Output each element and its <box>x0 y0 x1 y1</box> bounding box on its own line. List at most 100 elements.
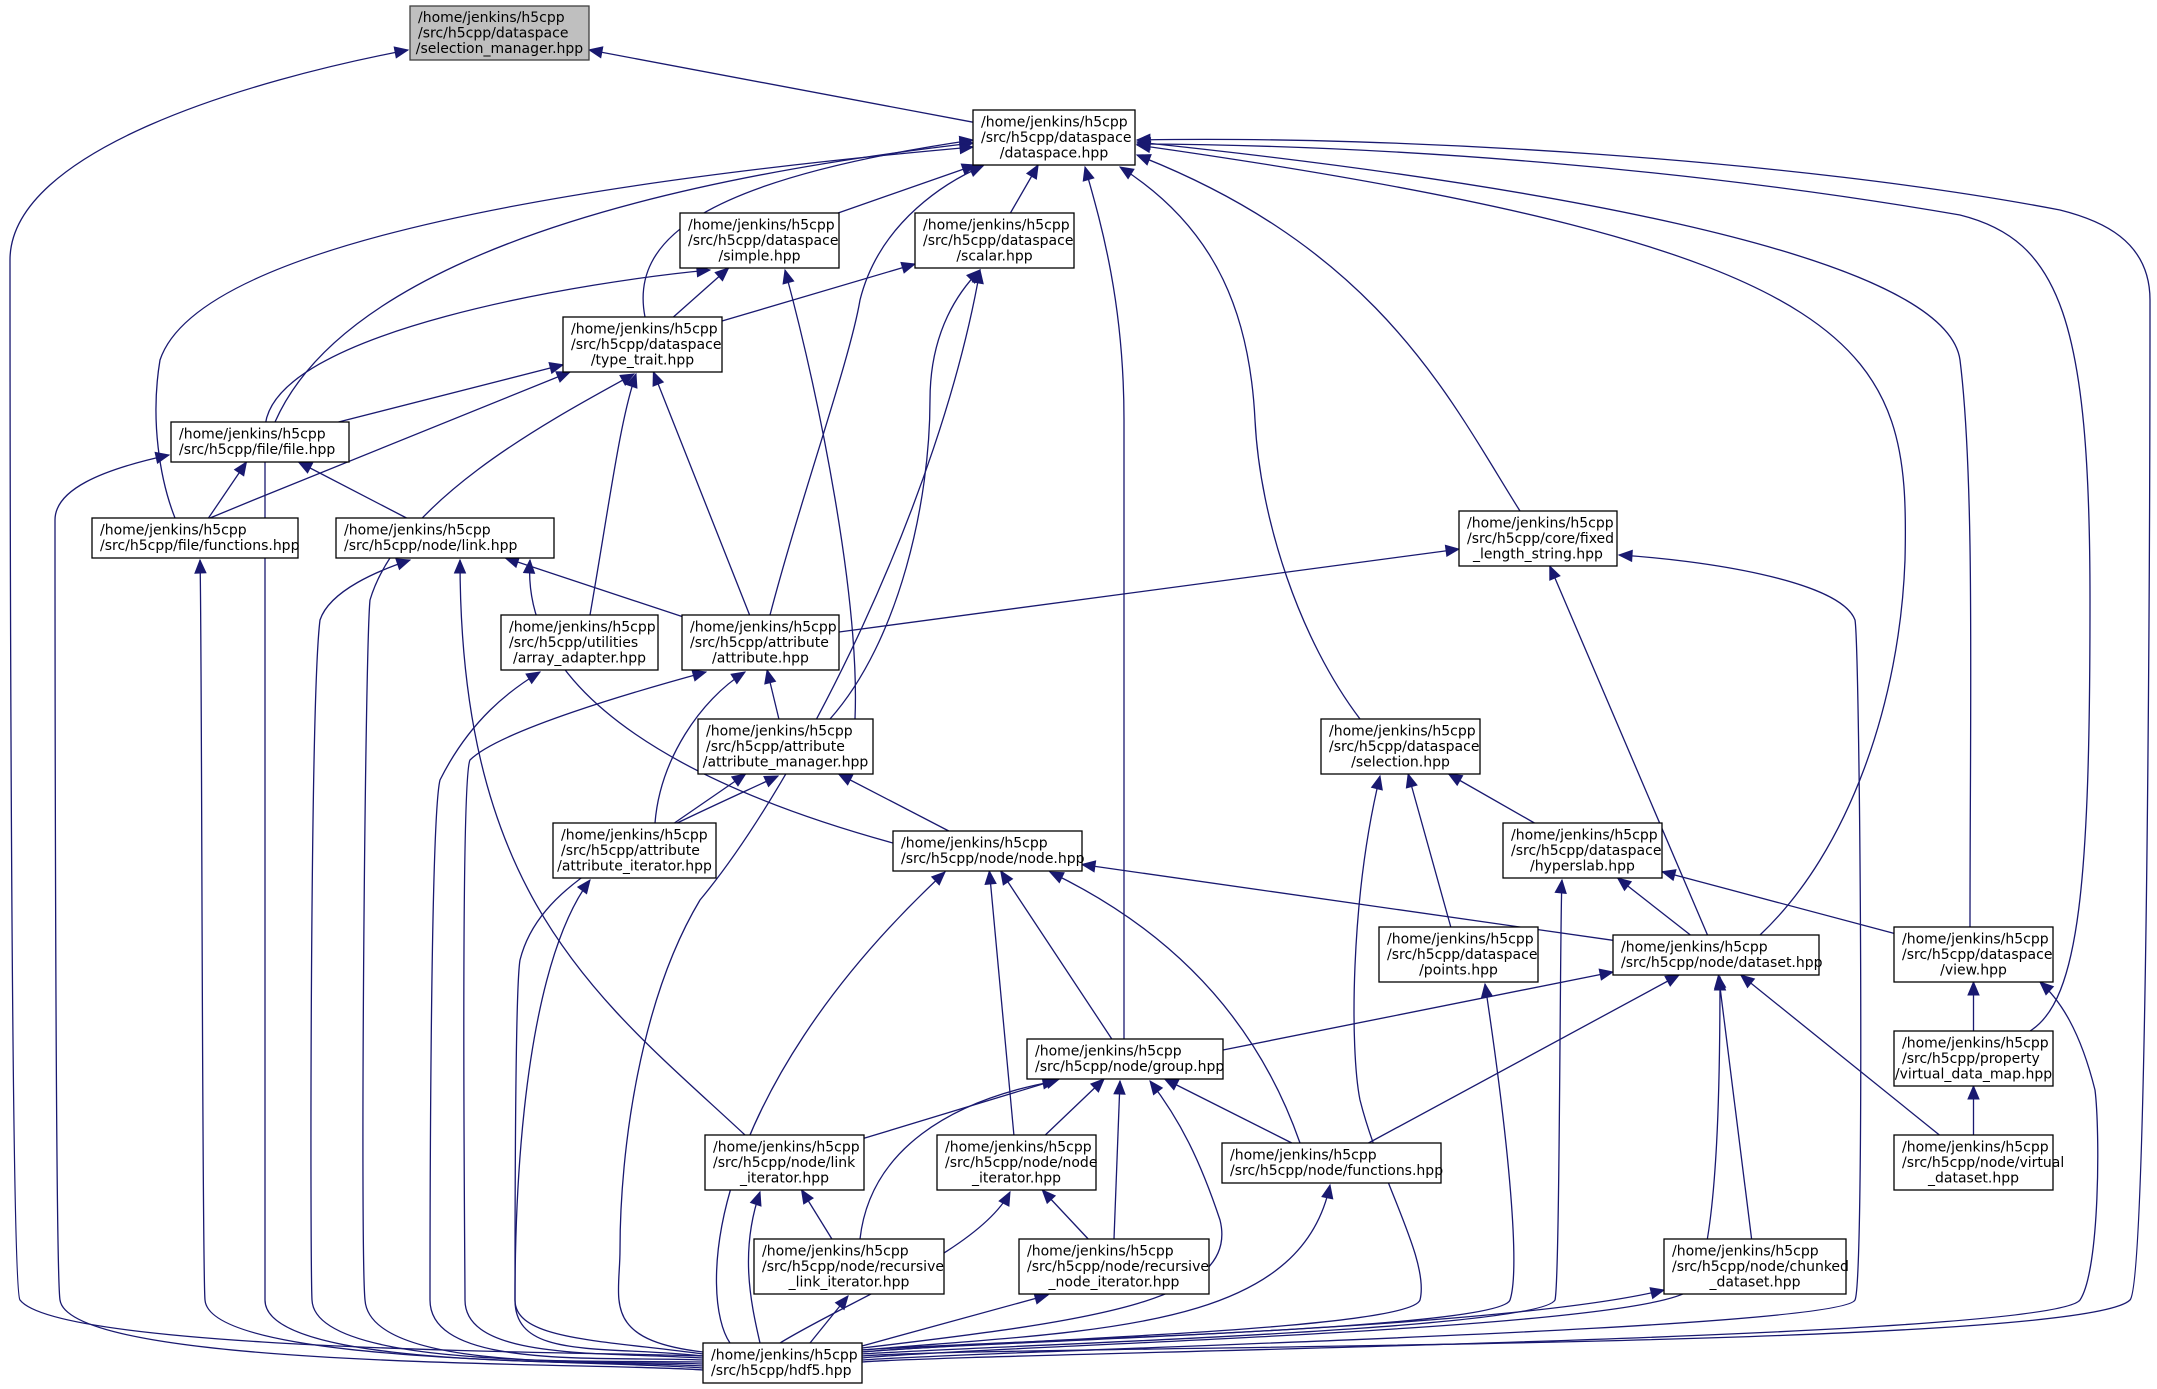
node-hyperslab[interactable]: /home/jenkins/h5cpp/src/h5cpp/dataspace/… <box>1502 822 1663 879</box>
arrowhead-icon <box>1967 980 1980 996</box>
arrowhead-icon <box>900 261 917 274</box>
node-view[interactable]: /home/jenkins/h5cpp/src/h5cpp/dataspace/… <box>1893 926 2054 983</box>
node-box[interactable] <box>1663 1238 1847 1295</box>
edge-simple-to-dataspace <box>837 164 976 214</box>
node-box[interactable] <box>91 517 299 559</box>
node-node-iterator[interactable]: /home/jenkins/h5cpp/src/h5cpp/node/node_… <box>936 1134 1097 1191</box>
arrowhead-icon <box>1713 975 1727 991</box>
node-virtual-dataset[interactable]: /home/jenkins/h5cpp/src/h5cpp/node/virtu… <box>1893 1134 2064 1191</box>
node-scalar[interactable]: /home/jenkins/h5cpp/src/h5cpp/dataspace/… <box>914 212 1075 269</box>
node-dataspace[interactable]: /home/jenkins/h5cpp/src/h5cpp/dataspace/… <box>972 109 1136 166</box>
node-box[interactable] <box>500 614 659 671</box>
node-file[interactable]: /home/jenkins/h5cpp/src/h5cpp/file/file.… <box>170 421 350 463</box>
node-box[interactable] <box>1502 822 1663 879</box>
node-box[interactable] <box>1378 926 1539 983</box>
node-box[interactable] <box>1026 1038 1224 1080</box>
node-label-line: _iterator.hpp <box>739 1170 829 1186</box>
node-label-line: /home/jenkins/h5cpp <box>179 427 326 443</box>
node-attribute[interactable]: /home/jenkins/h5cpp/src/h5cpp/attribute/… <box>681 614 840 671</box>
edge-file_functions-to-type_trait <box>209 371 571 519</box>
node-box[interactable] <box>936 1134 1097 1191</box>
node-box[interactable] <box>753 1238 945 1295</box>
node-box[interactable] <box>562 316 723 373</box>
node-label-line: /src/h5cpp/dataspace <box>571 337 721 353</box>
node-label-line: /src/h5cpp/core/fixed <box>1467 531 1614 547</box>
node-label-line: /src/h5cpp/node/chunked <box>1672 1259 1849 1275</box>
node-box[interactable] <box>702 1342 863 1384</box>
node-fixed-length-string[interactable]: /home/jenkins/h5cpp/src/h5cpp/core/fixed… <box>1458 510 1618 567</box>
node-box[interactable] <box>704 1134 865 1191</box>
node-box[interactable] <box>1893 1134 2054 1191</box>
arrowhead-icon <box>837 773 854 786</box>
arrowhead-icon <box>1000 869 1014 886</box>
node-label-line: /src/h5cpp/node/functions.hpp <box>1230 1163 1443 1179</box>
edge-virtual_data_map-to-dataspace <box>1136 143 2091 1032</box>
node-selection[interactable]: /home/jenkins/h5cpp/src/h5cpp/dataspace/… <box>1320 718 1481 775</box>
node-label-line: /src/h5cpp/node/link.hpp <box>344 538 517 554</box>
node-chunked-dataset[interactable]: /home/jenkins/h5cpp/src/h5cpp/node/chunk… <box>1663 1238 1849 1295</box>
node-box[interactable] <box>914 212 1075 269</box>
node-file-functions[interactable]: /home/jenkins/h5cpp/src/h5cpp/file/funct… <box>91 517 300 559</box>
node-box[interactable] <box>972 109 1136 166</box>
node-label-line: /home/jenkins/h5cpp <box>1511 827 1658 843</box>
arrowhead-icon <box>1598 968 1615 981</box>
node-box[interactable] <box>1018 1238 1210 1295</box>
arrowhead-icon <box>930 871 946 886</box>
node-label-line: /src/h5cpp/file/file.hpp <box>179 442 335 458</box>
arrowhead-icon <box>587 46 604 59</box>
node-attribute-manager[interactable]: /home/jenkins/h5cpp/src/h5cpp/attribute/… <box>697 718 874 775</box>
node-box[interactable] <box>679 212 840 269</box>
node-dataset[interactable]: /home/jenkins/h5cpp/src/h5cpp/node/datas… <box>1612 934 1823 976</box>
node-box[interactable] <box>1320 718 1481 775</box>
edge-hdf5-to-fixed_length_string <box>861 554 1862 1361</box>
arrowhead-icon <box>453 558 467 574</box>
node-box[interactable] <box>1221 1142 1442 1184</box>
node-box[interactable] <box>170 421 350 463</box>
arrowhead-icon <box>2039 981 2055 996</box>
node-box[interactable] <box>1893 1030 2054 1087</box>
arrowhead-icon <box>652 370 665 387</box>
node-box[interactable] <box>1458 510 1618 567</box>
node-points[interactable]: /home/jenkins/h5cpp/src/h5cpp/dataspace/… <box>1378 926 1539 983</box>
node-simple[interactable]: /home/jenkins/h5cpp/src/h5cpp/dataspace/… <box>679 212 840 269</box>
node-link-iterator[interactable]: /home/jenkins/h5cpp/src/h5cpp/node/link_… <box>704 1134 865 1191</box>
node-recursive-node-iterator[interactable]: /home/jenkins/h5cpp/src/h5cpp/node/recur… <box>1018 1238 1210 1295</box>
node-virtual-data-map[interactable]: /home/jenkins/h5cpp/src/h5cpp/property/v… <box>1893 1030 2054 1087</box>
node-box[interactable] <box>335 517 555 559</box>
node-selection-manager[interactable]: /home/jenkins/h5cpp/src/h5cpp/dataspace/… <box>409 5 590 61</box>
node-link[interactable]: /home/jenkins/h5cpp/src/h5cpp/node/link.… <box>335 517 555 559</box>
node-array-adapter[interactable]: /home/jenkins/h5cpp/src/h5cpp/utilities/… <box>500 614 659 671</box>
arrowhead-icon <box>395 558 412 571</box>
node-group[interactable]: /home/jenkins/h5cpp/src/h5cpp/node/group… <box>1026 1038 1224 1080</box>
node-box[interactable] <box>409 5 590 61</box>
node-label-line: /src/h5cpp/node/node <box>945 1155 1097 1171</box>
edge-hdf5-to-selection <box>861 775 1422 1353</box>
node-label-line: /home/jenkins/h5cpp <box>1902 1035 2049 1051</box>
node-label-line: /selection_manager.hpp <box>416 41 583 57</box>
node-label-line: /home/jenkins/h5cpp <box>1329 723 1476 739</box>
node-node[interactable]: /home/jenkins/h5cpp/src/h5cpp/node/node.… <box>892 830 1085 872</box>
node-type-trait[interactable]: /home/jenkins/h5cpp/src/h5cpp/dataspace/… <box>562 316 723 373</box>
node-hdf5[interactable]: /home/jenkins/h5cpp/src/h5cpp/hdf5.hpp <box>702 1342 863 1384</box>
edge-node_functions-to-dataset <box>1368 974 1680 1144</box>
node-box[interactable] <box>1612 934 1820 976</box>
node-box[interactable] <box>1893 926 2054 983</box>
arrowhead-icon <box>1444 544 1461 558</box>
edge-chunked_dataset-to-dataset <box>1717 974 1753 1240</box>
edges-layer <box>9 46 2151 1371</box>
node-box[interactable] <box>697 718 874 775</box>
edge-points-to-selection <box>1407 773 1452 928</box>
node-node-functions[interactable]: /home/jenkins/h5cpp/src/h5cpp/node/funct… <box>1221 1142 1443 1184</box>
edge-hdf5-to-selection_manager <box>9 49 704 1357</box>
node-recursive-link-iterator[interactable]: /home/jenkins/h5cpp/src/h5cpp/node/recur… <box>753 1238 945 1295</box>
arrowhead-icon <box>619 373 636 386</box>
edge-dataspace-to-selection_manager <box>588 49 974 123</box>
node-label-line: /home/jenkins/h5cpp <box>923 217 1070 233</box>
arrowhead-icon <box>968 165 985 178</box>
node-attribute-iterator[interactable]: /home/jenkins/h5cpp/src/h5cpp/attribute/… <box>552 822 717 879</box>
arrowhead-icon <box>1554 878 1567 895</box>
node-box[interactable] <box>552 822 717 879</box>
node-box[interactable] <box>681 614 840 671</box>
node-box[interactable] <box>892 830 1083 872</box>
edge-hdf5-to-attribute <box>463 671 707 1359</box>
